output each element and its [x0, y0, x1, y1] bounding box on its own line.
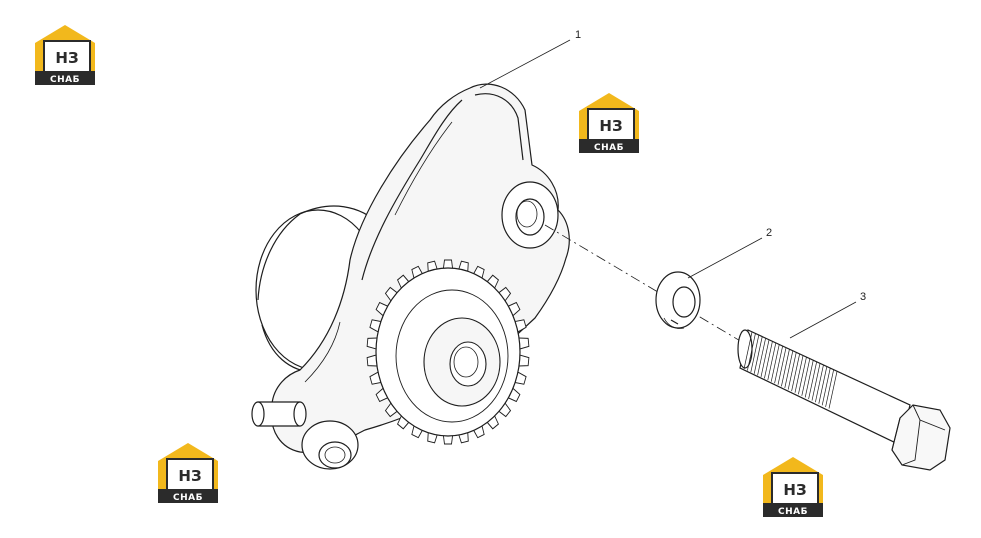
thread-mark: [818, 366, 828, 404]
thread-mark: [750, 335, 760, 373]
drive-gear: [366, 259, 530, 445]
watermark-logo-top-left: НЗ СНАБ: [34, 24, 96, 86]
thread-mark: [815, 365, 824, 403]
thread-mark: [801, 358, 811, 396]
thread-mark: [774, 346, 783, 384]
callout-1: 1: [479, 29, 581, 89]
thread-mark: [757, 338, 766, 376]
thread-mark: [798, 357, 807, 395]
callout-3: 3: [789, 291, 866, 339]
bolt-head: [891, 404, 951, 471]
thread-mark: [781, 349, 790, 387]
thread-mark: [821, 368, 831, 406]
hex-bolt: [737, 329, 951, 471]
callout-2: 2: [687, 227, 772, 279]
callout-label: 3: [860, 291, 866, 303]
thread-mark: [794, 355, 804, 393]
thread-mark: [811, 363, 821, 401]
assembly-axis-line: [544, 224, 866, 416]
spring-washer: [655, 271, 701, 329]
thread-mark: [764, 341, 773, 379]
thread-mark: [770, 344, 780, 382]
logo-sub: СНАБ: [50, 75, 80, 85]
shaft-stub: [251, 401, 307, 427]
bolt-shank: [739, 329, 911, 446]
logo-sub: СНАБ: [778, 507, 808, 517]
watermark-logo-bottom-right: НЗ СНАБ: [762, 456, 824, 518]
logo-letters: НЗ: [178, 467, 201, 485]
gear-bore: [449, 341, 487, 387]
pump-housing: [251, 83, 570, 470]
logo-letters: НЗ: [599, 117, 622, 135]
thread-mark: [777, 347, 787, 385]
thread-mark: [791, 354, 800, 392]
logo-letters: НЗ: [783, 481, 806, 499]
thread-mark: [825, 369, 834, 407]
thread-mark: [767, 342, 777, 381]
thread-mark: [784, 350, 794, 389]
logo-letters: НЗ: [55, 49, 78, 67]
bolt-threads: [743, 331, 838, 409]
lower-mount-bore: [318, 441, 352, 469]
thread-mark: [753, 336, 763, 374]
thread-mark: [747, 333, 756, 371]
thread-mark: [760, 339, 770, 377]
thread-mark: [743, 331, 753, 370]
watermark-logo-bottom-left: НЗ СНАБ: [157, 442, 219, 504]
watermark-logo-top-center: НЗ СНАБ: [578, 92, 640, 154]
callout-label: 1: [575, 29, 581, 41]
thread-mark: [828, 371, 838, 409]
logo-sub: СНАБ: [173, 493, 203, 503]
callout-label: 2: [766, 227, 772, 239]
thread-mark: [808, 361, 817, 400]
thread-mark: [787, 352, 797, 390]
logo-sub: СНАБ: [594, 143, 624, 153]
thread-mark: [804, 360, 814, 398]
